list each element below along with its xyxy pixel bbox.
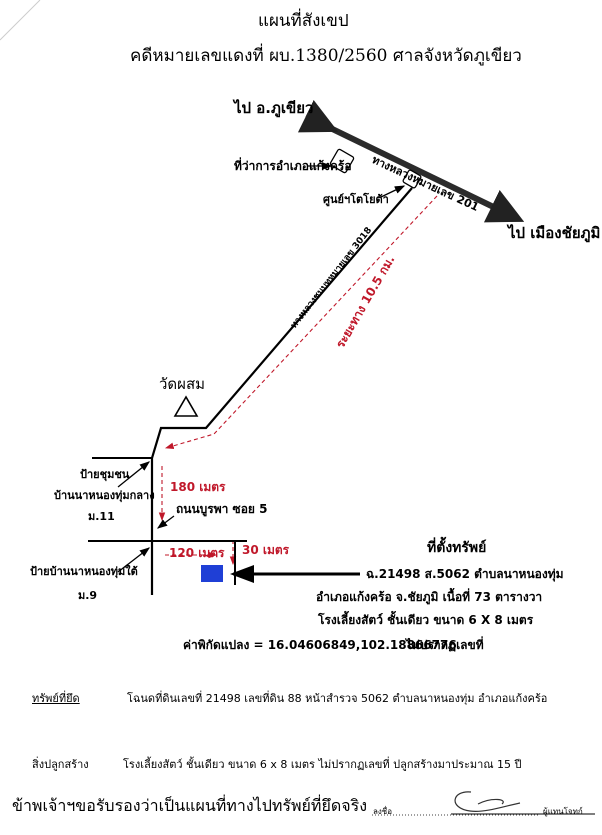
page-title: แผนที่สังเขป <box>258 11 349 31</box>
label-village-south-moo: ม.9 <box>78 589 98 602</box>
label-village-name: บ้านนาหนองทุ่มกลาง <box>54 489 155 502</box>
toyota-center-icon <box>402 169 422 189</box>
seized-label: ทรัพย์ที่ยึด <box>32 692 80 705</box>
route-dashed-line <box>164 195 438 450</box>
property-title: ที่ตั้งทรัพย์ <box>427 540 487 556</box>
label-village-moo: ม.11 <box>88 510 115 523</box>
signature-image <box>451 791 595 815</box>
label-to-chaiyaphum: ไป เมืองชัยภูมิ <box>508 224 601 242</box>
label-wat-phasom: วัดผสม <box>159 375 205 393</box>
sign-label: ลงชื่อ <box>373 807 393 816</box>
sign-role: ผู้แทนโจทก์ <box>543 807 583 816</box>
label-village-sign: ป้ายชุมชน <box>80 468 130 481</box>
building-text: โรงเลี้ยงสัตว์ ชั้นเดียว ขนาด 6 x 8 เมตร… <box>123 758 522 771</box>
label-distance-180m: 180 เมตร <box>170 480 226 494</box>
building-label: สิ่งปลูกสร้าง <box>32 758 89 771</box>
label-distance-30m: 30 เมตร <box>242 543 290 557</box>
rural-road-3018-line <box>150 187 413 595</box>
label-district-office: ที่ว่าการอำเภอแก้งคร้อ <box>234 159 352 173</box>
case-subtitle: คดีหมายเลขแดงที่ ผบ.1380/2560 ศาลจังหวัด… <box>130 46 522 66</box>
property-coordinates: ค่าพิกัดแปลง = 16.04606849,102.18866776 <box>183 638 457 652</box>
property-no-number-line: ไม่ปรากฏเลขที่ <box>406 638 484 652</box>
label-burapha-soi5: ถนนบูรพา ซอย 5 <box>176 502 268 516</box>
page-fold-line <box>0 0 41 41</box>
property-marker <box>201 565 223 582</box>
label-distance-120m: 120 เมตร <box>169 546 225 560</box>
property-deed-line: ฉ.21498 ส.5062 ตำบลนาหนองทุ่ม <box>366 567 564 581</box>
label-toyota-center: ศูนย์ฯโตโยต้า <box>323 193 389 206</box>
label-to-phukhieo: ไป อ.ภูเขียว <box>234 99 314 117</box>
highway-201-line <box>297 99 525 223</box>
property-building-line: โรงเลี้ยงสัตว์ ชั้นเดียว ขนาด 6 X 8 เมตร <box>318 613 534 627</box>
seized-text: โฉนดที่ดินเลขที่ 21498 เลขที่ดิน 88 หน้า… <box>127 692 548 705</box>
label-village-south: ป้ายบ้านนาหนองทุ่มใต้ <box>30 565 138 578</box>
temple-icon <box>173 395 199 417</box>
certification-statement: ข้าพเจ้าฯขอรับรองว่าเป็นแผนที่ทางไปทรัพย… <box>12 796 367 815</box>
district-office-icon <box>329 148 355 174</box>
property-location-line: อำเภอแก้งคร้อ จ.ชัยภูมิ เนื้อที่ 73 ตารา… <box>316 590 543 604</box>
